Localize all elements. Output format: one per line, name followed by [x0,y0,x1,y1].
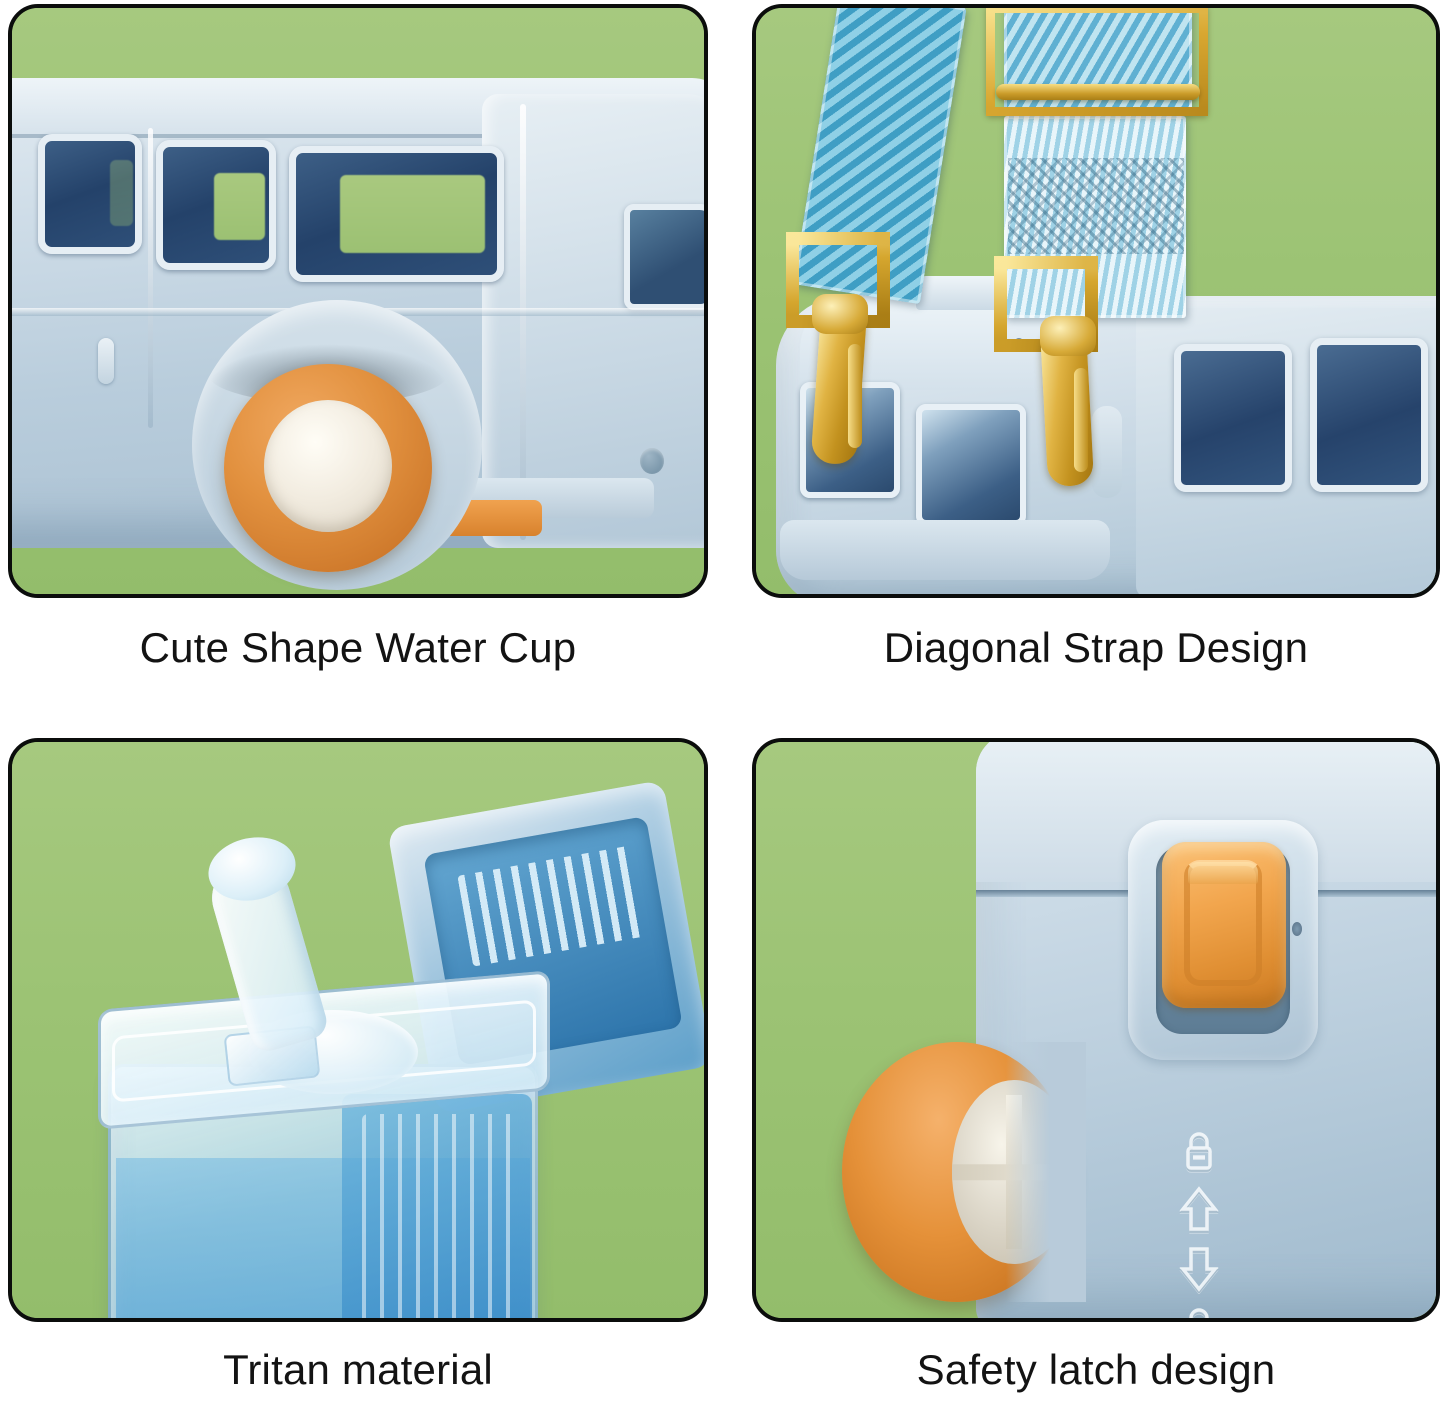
latch-button-notch [1188,862,1258,884]
bus-window-2 [156,140,276,270]
clasp-gate-right [1074,368,1088,472]
product-photo-safety-latch [756,742,1436,1318]
feature-cell-cute-shape-water-cup [8,4,708,598]
feature-image-panel-4 [752,738,1440,1322]
insert-ribs [362,1114,522,1318]
bus-side-mirror-nub [1092,406,1122,498]
bus-bumper [780,520,1110,580]
bus-rear-fixture [640,448,664,474]
bus-side-window-1 [1174,344,1292,492]
strap-mesh-texture [1008,158,1184,254]
bus-headlight-right [916,404,1026,526]
feature-cell-diagonal-strap-design [752,4,1440,598]
arrow-up-icon [1177,1185,1221,1233]
feature-image-panel-1 [8,4,708,598]
roof-trim-line [12,134,704,138]
bus-window-1 [38,134,142,254]
bus-window-3 [289,146,504,282]
bus-side-window-2 [1310,338,1428,492]
wheel-body-overlap [1006,1042,1086,1302]
padlock-closed-icon [1180,1130,1218,1172]
feature-cell-tritan-material [8,738,708,1322]
product-photo-strap-detail [756,8,1436,594]
buckle-center-bar [996,84,1200,100]
arrow-down-icon [1177,1245,1221,1294]
padlock-open-icon [1180,1306,1218,1318]
bus-rear-seam [520,104,526,540]
feature-image-panel-3 [8,738,708,1322]
feature-caption-4: Safety latch design [916,1346,1276,1393]
clasp-swivel-head-left [812,294,868,334]
feature-cell-safety-latch-design [752,738,1440,1322]
bus-door-handle [98,338,114,384]
product-photo-bus-side-view [12,8,704,594]
clasp-swivel-head-right [1040,316,1096,356]
product-photo-tritan-container [12,742,704,1318]
feature-caption-2: Diagonal Strap Design [883,624,1309,671]
housing-vent-dot [1292,922,1302,936]
embossed-lock-arrow-markings [1154,1130,1244,1318]
clasp-gate-left [848,344,862,448]
bus-rear-panel [482,94,704,548]
wheel-hub-cap [264,400,392,532]
feature-image-panel-2 [752,4,1440,598]
feature-caption-3: Tritan material [223,1346,493,1393]
bus-rear-window [624,204,704,310]
feature-caption-1: Cute Shape Water Cup [139,624,577,671]
bus-door-seam [148,128,153,428]
